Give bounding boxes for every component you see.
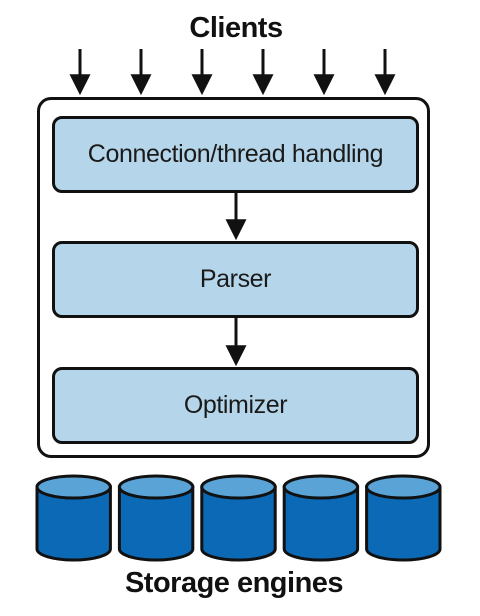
storage-engines-label: Storage engines: [124, 567, 344, 599]
cylinder-body: [200, 485, 277, 562]
cylinder-top: [282, 474, 360, 500]
connection-thread-handling-stage: Connection/thread handling: [52, 116, 419, 193]
cylinder-body: [35, 485, 112, 562]
storage-engines: [35, 474, 442, 562]
optimizer-stage: Optimizer: [52, 367, 419, 444]
client-arrows: [69, 49, 396, 96]
cylinder-body: [365, 485, 442, 562]
cylinder-top: [200, 474, 277, 500]
cylinder-body: [282, 485, 360, 562]
cylinder-body: [117, 485, 195, 562]
cylinder-top: [365, 474, 442, 500]
storage-engine-cylinder: [117, 474, 195, 562]
storage-engine-cylinder: [200, 474, 277, 562]
cylinder-top: [117, 474, 195, 500]
storage-engine-cylinder: [365, 474, 442, 562]
storage-engine-cylinder: [282, 474, 360, 562]
clients-label: Clients: [189, 12, 283, 44]
storage-engine-cylinder: [35, 474, 112, 562]
parser-stage: Parser: [52, 241, 419, 318]
cylinder-top: [35, 474, 112, 500]
